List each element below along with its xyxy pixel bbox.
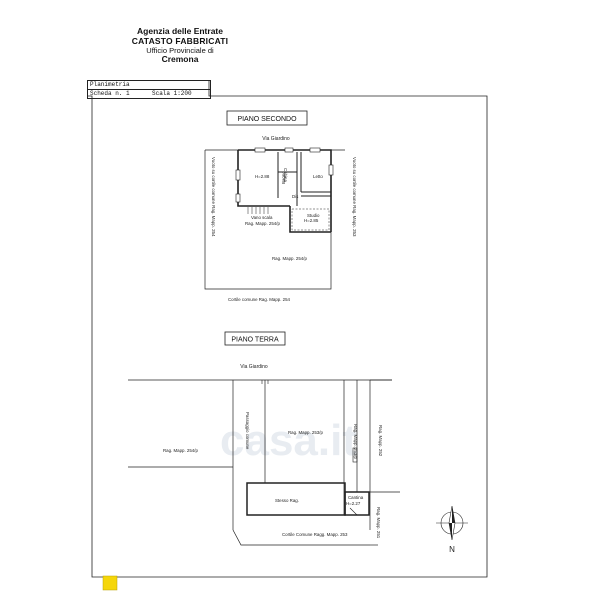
upper-left-note: Vuoto su cortile comune Rag. Mapp. 254: [211, 157, 216, 237]
upper-property-line: [204, 149, 345, 290]
stair-ref: Rag. Mapp. 254/p: [245, 221, 280, 226]
watermark-text: casa.it: [220, 416, 357, 465]
info-scale: Scala 1:200: [152, 90, 192, 97]
registry-name: CATASTO FABBRICATI: [131, 35, 229, 46]
ground-left-ref: Rag. Mapp. 254/p: [163, 448, 198, 453]
upper-court-label: Cortile comune Rag. Mapp. 254: [228, 297, 291, 302]
piano-secondo-box: [226, 110, 308, 126]
room-closet: Cabina: [283, 168, 288, 182]
info-box: Planimetria Scheda n. 1 Scala 1:200: [87, 80, 211, 99]
sheet-frame: [87, 80, 488, 578]
upper-windows: [235, 147, 334, 203]
ground-right-ref-b: Rag. Mapp. 252: [378, 425, 383, 457]
room-bath: Bagno: [281, 171, 286, 184]
yellow-marker: [102, 575, 118, 591]
room-disimpegno: Dis: [292, 194, 299, 199]
info-sheet: Scheda n. 1: [90, 90, 130, 97]
room-height-main: H=2.88: [255, 174, 270, 179]
ground-cellar: Cantina: [348, 495, 364, 500]
ground-right-ref-a: Rag. Mapp. 253/p: [353, 424, 358, 459]
agency-name: Agenzia delle Entrate: [137, 26, 223, 36]
ground-same-ref: Stesso Rag.: [275, 498, 299, 503]
info-sheet-row: Scheda n. 1 Scala 1:200: [88, 90, 210, 98]
ground-bottom-right-ref: Rag. Mapp. 251: [376, 507, 381, 539]
stair-label: Vano scala: [251, 215, 273, 220]
room-bed: Letto: [313, 174, 323, 179]
ground-street-label: Via Giardino: [240, 364, 268, 370]
upper-stairs: [247, 207, 269, 214]
city-name: Cremona: [161, 54, 199, 65]
piano-secondo-title: PIANO SECONDO: [237, 116, 297, 123]
compass-rose-icon: [436, 505, 468, 541]
info-type: Planimetria: [88, 81, 210, 90]
ground-center-ref: Rag. Mapp. 253/p: [288, 430, 323, 435]
ground-cellar-height: H=2.27: [346, 501, 361, 506]
upper-below-ref: Rag. Mapp. 254/p: [272, 256, 307, 261]
piano-terra-title: PIANO TERRA: [231, 337, 279, 344]
header-agency: Agenzia delle Entrate CATASTO FABBRICATI…: [90, 26, 270, 65]
ground-passage: Passaggio comune: [245, 412, 250, 450]
upper-partitions: [277, 152, 331, 206]
piano-terra-box: [224, 331, 286, 346]
room-study-height: H=2.85: [304, 218, 319, 223]
upper-right-note: Vuoto su cortile comune Rag. Mapp. 253: [352, 157, 357, 237]
compass-north-label: N: [449, 545, 455, 554]
ground-plan-lines: [128, 379, 400, 546]
upper-street-label: Via Giardino: [262, 136, 290, 142]
room-study: Studio: [307, 213, 320, 218]
office-name: Ufficio Provinciale di: [146, 45, 214, 55]
ground-court: Cortile Comune Ragg. Mapp. 253: [282, 532, 348, 537]
upper-building-walls: [237, 149, 332, 233]
